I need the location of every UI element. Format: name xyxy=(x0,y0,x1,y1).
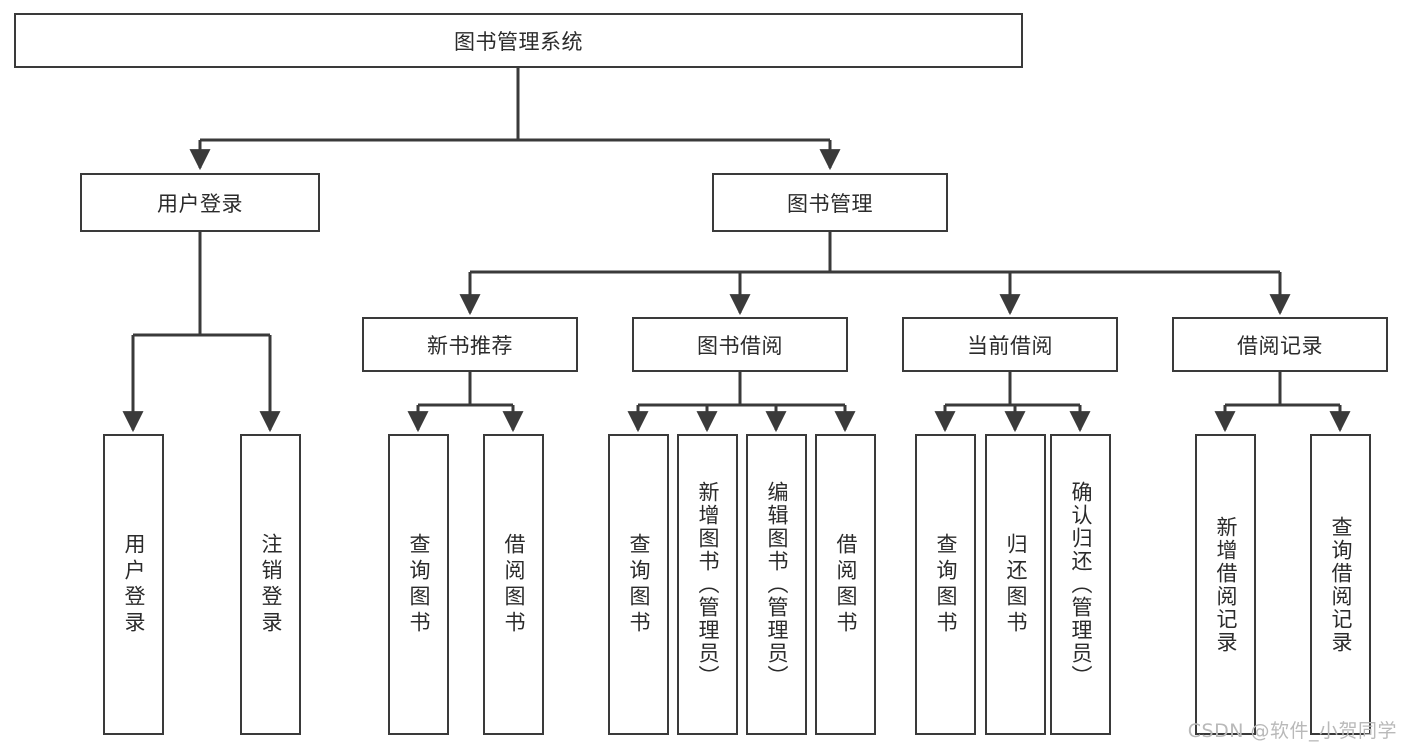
node-user-login-label: 用户登录 xyxy=(157,191,243,216)
node-leaf-borrow-book-2-label: 借阅图书 xyxy=(834,532,858,637)
node-current-borrow[interactable]: 当前借阅 xyxy=(902,317,1118,372)
node-leaf-edit-book[interactable]: 编辑图书（管理员） xyxy=(746,434,807,735)
node-root-label: 图书管理系统 xyxy=(454,29,583,54)
node-book-manage[interactable]: 图书管理 xyxy=(712,173,948,232)
node-leaf-logout-label: 注销登录 xyxy=(259,532,283,637)
node-borrow-record[interactable]: 借阅记录 xyxy=(1172,317,1388,372)
node-leaf-query-book-3-label: 查询图书 xyxy=(934,532,958,637)
node-leaf-borrow-book-1[interactable]: 借阅图书 xyxy=(483,434,544,735)
node-leaf-user-login-label: 用户登录 xyxy=(122,532,146,637)
node-leaf-confirm-return-label: 确认归还（管理员） xyxy=(1069,481,1093,688)
node-new-book-rec[interactable]: 新书推荐 xyxy=(362,317,578,372)
node-leaf-query-record-label: 查询借阅记录 xyxy=(1329,515,1353,654)
node-leaf-add-book[interactable]: 新增图书（管理员） xyxy=(677,434,738,735)
node-leaf-add-record[interactable]: 新增借阅记录 xyxy=(1195,434,1256,735)
node-leaf-query-book-3[interactable]: 查询图书 xyxy=(915,434,976,735)
node-book-borrow[interactable]: 图书借阅 xyxy=(632,317,848,372)
node-current-borrow-label: 当前借阅 xyxy=(967,333,1053,358)
node-leaf-borrow-book-1-label: 借阅图书 xyxy=(502,532,526,637)
watermark: CSDN @软件_小贺同学 xyxy=(1187,720,1397,742)
node-leaf-user-login[interactable]: 用户登录 xyxy=(103,434,164,735)
node-leaf-logout[interactable]: 注销登录 xyxy=(240,434,301,735)
node-leaf-return-book-label: 归还图书 xyxy=(1004,532,1028,637)
node-leaf-confirm-return[interactable]: 确认归还（管理员） xyxy=(1050,434,1111,735)
node-leaf-query-book-2[interactable]: 查询图书 xyxy=(608,434,669,735)
node-new-book-rec-label: 新书推荐 xyxy=(427,333,513,358)
node-book-manage-label: 图书管理 xyxy=(787,191,873,216)
node-leaf-query-book-1-label: 查询图书 xyxy=(407,532,431,637)
node-leaf-edit-book-label: 编辑图书（管理员） xyxy=(765,481,789,688)
node-leaf-query-book-2-label: 查询图书 xyxy=(627,532,651,637)
node-book-borrow-label: 图书借阅 xyxy=(697,333,783,358)
node-leaf-return-book[interactable]: 归还图书 xyxy=(985,434,1046,735)
node-leaf-add-book-label: 新增图书（管理员） xyxy=(696,481,720,688)
node-leaf-query-record[interactable]: 查询借阅记录 xyxy=(1310,434,1371,735)
node-user-login[interactable]: 用户登录 xyxy=(80,173,320,232)
node-leaf-borrow-book-2[interactable]: 借阅图书 xyxy=(815,434,876,735)
node-leaf-add-record-label: 新增借阅记录 xyxy=(1214,515,1238,654)
node-borrow-record-label: 借阅记录 xyxy=(1237,333,1323,358)
node-root[interactable]: 图书管理系统 xyxy=(14,13,1023,68)
node-leaf-query-book-1[interactable]: 查询图书 xyxy=(388,434,449,735)
